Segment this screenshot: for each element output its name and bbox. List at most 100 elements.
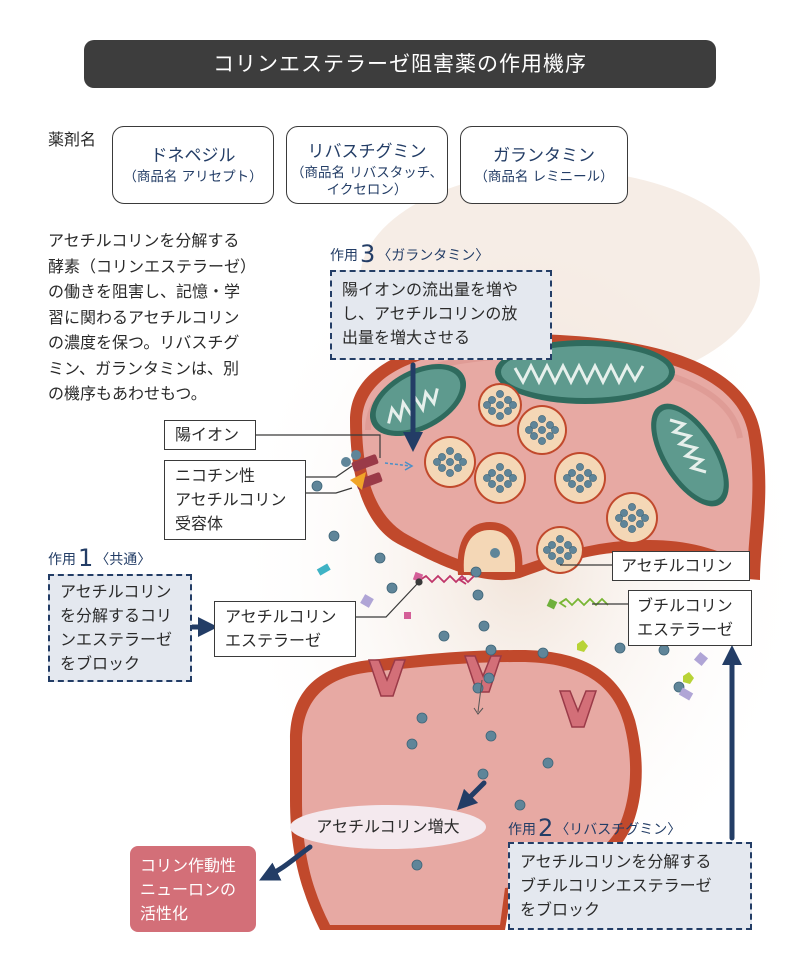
acetylcholine-molecule xyxy=(472,589,484,601)
action2-line: ブチルコリンエステラーゼ xyxy=(520,876,712,895)
action1-drug: 〈共通〉 xyxy=(95,552,152,568)
mitochondrion-right xyxy=(651,403,729,507)
acetylcholine-molecule xyxy=(514,799,526,811)
acetylcholine-increase-label: アセチルコリン増大 xyxy=(290,805,486,849)
description-line: の濃度を保つ。リバスチグ xyxy=(48,333,240,352)
result-line: コリン作動性 xyxy=(140,856,237,875)
drug-brand: （商品名 アリセプト） xyxy=(123,169,263,185)
acetylcholine-molecule xyxy=(386,582,398,594)
acetylcholine-molecule xyxy=(658,644,670,656)
action2-box: アセチルコリンを分解する ブチルコリンエステラーゼ をブロック xyxy=(508,842,752,930)
page-title: コリンエステラーゼ阻害薬の作用機序 xyxy=(84,40,716,88)
vesicle xyxy=(474,452,526,504)
result-line: 活性化 xyxy=(140,904,189,923)
acetylcholine-molecule xyxy=(478,620,490,632)
drug-name: ガランタミン xyxy=(493,146,595,166)
postsynaptic-receptors xyxy=(367,655,598,728)
receptor-line: ニコチン性 xyxy=(175,466,256,485)
action1-line: ンエステラーゼ xyxy=(60,630,173,649)
postsynaptic-receptor xyxy=(463,655,503,693)
acetylcholine-molecule xyxy=(374,552,386,564)
drug-brand-line2: イクセロン） xyxy=(326,182,408,198)
release-arrow xyxy=(473,679,484,715)
action1-line: をブロック xyxy=(60,654,141,673)
action2-heading: 作用2〈リバスチグミン〉 xyxy=(508,814,681,842)
description-line: 習に関わるアセチルコリン xyxy=(48,307,240,327)
drug-name: リバスチグミン xyxy=(307,142,427,162)
acetylcholine-molecule xyxy=(311,480,323,492)
action-arrows xyxy=(189,362,742,881)
action3-number: 3 xyxy=(360,240,376,268)
receptor-line: 受容体 xyxy=(175,514,224,533)
action3-drug: 〈ガランタミン〉 xyxy=(377,248,490,264)
drug-brand: （商品名 リバスタッチ、 xyxy=(291,165,443,181)
acetylcholine-molecule xyxy=(411,859,423,871)
fusing-vesicle xyxy=(457,522,523,575)
callout-lines xyxy=(256,434,628,618)
action2-line: をブロック xyxy=(520,900,601,919)
action1-line: アセチルコリン xyxy=(60,582,172,601)
vesicle xyxy=(517,405,567,455)
drug-box-donepezil: ドネペジル （商品名 アリセプト） xyxy=(112,126,274,204)
presynaptic-nicotinic-receptor xyxy=(341,450,414,490)
enzyme-squiggles xyxy=(316,563,709,701)
action3-box: 陽イオンの流出量を増や し、アセチルコリンの放 出量を増大させる xyxy=(330,270,552,360)
acetylcholine-molecule xyxy=(673,681,685,693)
vesicle xyxy=(606,492,658,544)
vesicle xyxy=(478,383,522,427)
acetylcholine-molecule xyxy=(485,730,497,742)
postsynaptic-receptor xyxy=(558,690,598,728)
synaptic-vesicles xyxy=(424,383,658,574)
acetylcholine-label: アセチルコリン xyxy=(612,551,750,581)
action2-line: アセチルコリンを分解する xyxy=(520,852,712,871)
action3-line: 出量を増大させる xyxy=(342,328,471,347)
description-line: アセチルコリンを分解する xyxy=(48,231,240,250)
action2-prefix: 作用 xyxy=(508,822,536,838)
drug-box-galantamine: ガランタミン （商品名 レミニール） xyxy=(460,126,628,204)
vesicle xyxy=(536,526,584,574)
acetylcholine-molecule xyxy=(416,712,428,724)
acetylcholine-molecule xyxy=(406,738,418,750)
acetylcholine-molecules xyxy=(311,480,685,871)
acetylcholine-molecule xyxy=(477,768,489,780)
ache-line: エステラーゼ xyxy=(225,631,322,650)
description-line: の機序もあわせもつ。 xyxy=(48,384,207,403)
ache-line: アセチルコリン xyxy=(225,607,337,626)
vesicle xyxy=(554,452,606,504)
acetylcholine-molecule xyxy=(483,672,495,684)
receptor-label: ニコチン性 アセチルコリン 受容体 xyxy=(164,460,306,540)
action2-number: 2 xyxy=(538,814,554,842)
drug-box-rivastigmine: リバスチグミン （商品名 リバスタッチ、 イクセロン） xyxy=(286,126,448,204)
acetylcholine-molecule xyxy=(614,642,626,654)
drug-names-label: 薬剤名 xyxy=(48,130,97,149)
action3-line: 陽イオンの流出量を増や xyxy=(342,280,519,299)
action1-line: を分解するコリ xyxy=(60,606,173,625)
acetylcholinesterase-label: アセチルコリン エステラーゼ xyxy=(214,601,356,657)
buche-line: ブチルコリン xyxy=(637,596,733,615)
action3-line: し、アセチルコリンの放 xyxy=(342,304,518,323)
cholinergic-activation-box: コリン作動性 ニューロンの 活性化 xyxy=(130,846,256,932)
receptor-line: アセチルコリン xyxy=(175,490,287,509)
acetylcholine-molecule xyxy=(470,566,482,578)
acetylcholine-molecule xyxy=(438,630,450,642)
acetylcholine-molecule xyxy=(537,647,549,659)
acetylcholine-molecule xyxy=(328,530,340,542)
drug-brand: （商品名 レミニール） xyxy=(474,169,614,185)
description-line: の働きを阻害し、記憶・学 xyxy=(48,282,241,301)
mitochondrion-left xyxy=(369,363,467,437)
mechanism-description: アセチルコリンを分解する 酵素（コリンエステラーゼ） の働きを阻害し、記憶・学 … xyxy=(48,228,280,407)
description-line: 酵素（コリンエステラーゼ） xyxy=(48,256,257,276)
postsynaptic-receptor xyxy=(367,659,407,697)
action3-heading: 作用3〈ガランタミン〉 xyxy=(330,240,489,268)
cation-label: 陽イオン xyxy=(164,420,256,450)
action2-drug: 〈リバスチグミン〉 xyxy=(555,822,682,838)
acetylcholine-molecule xyxy=(542,757,554,769)
buche-line: エステラーゼ xyxy=(637,620,734,639)
action1-box: アセチルコリン を分解するコリ ンエステラーゼ をブロック xyxy=(48,574,192,682)
action1-heading: 作用1〈共通〉 xyxy=(48,544,151,572)
action3-prefix: 作用 xyxy=(330,248,358,264)
result-line: ニューロンの xyxy=(140,880,237,899)
acetylcholine-molecule xyxy=(485,644,497,656)
vesicle xyxy=(424,436,476,488)
action1-number: 1 xyxy=(78,544,94,572)
